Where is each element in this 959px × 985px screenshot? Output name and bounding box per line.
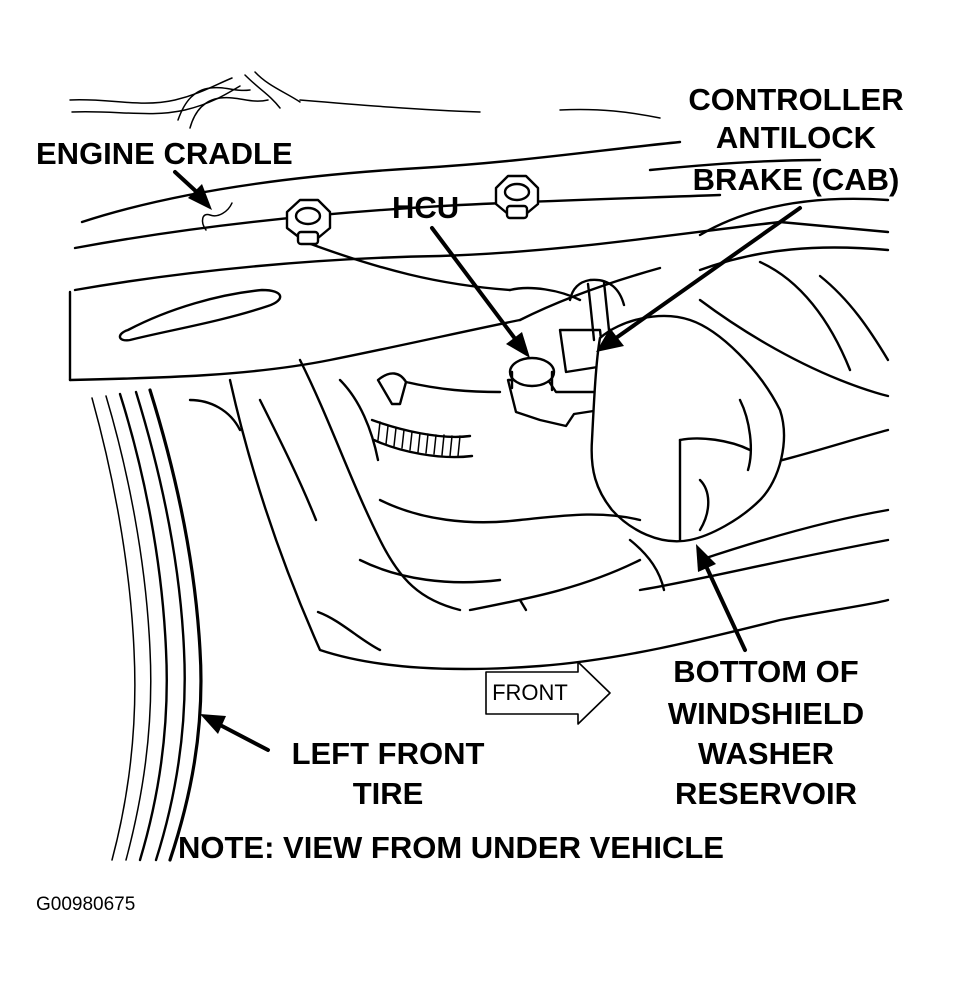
- left-front-tire: [91, 388, 203, 862]
- label-tire-line1: LEFT FRONT: [292, 736, 485, 771]
- note-text: NOTE: VIEW FROM UNDER VEHICLE: [178, 830, 724, 865]
- lower-splash-shield: [188, 358, 890, 671]
- arrow-engine-cradle: [173, 170, 212, 210]
- washer-reservoir: [590, 314, 786, 543]
- cradle-bolt-right: [494, 174, 540, 220]
- label-reservoir-line1: BOTTOM OF: [673, 654, 858, 689]
- label-reservoir-line4: RESERVOIR: [675, 776, 857, 811]
- arrow-tire: [200, 714, 270, 752]
- label-tire-line2: TIRE: [353, 776, 424, 811]
- engine-cradle: [68, 140, 890, 382]
- engine-cradle-leader: [201, 202, 233, 231]
- wiring-harness-top: [69, 71, 661, 129]
- cradle-bolt-left: [285, 198, 332, 246]
- arrow-cab: [596, 206, 802, 352]
- label-controller-line3: BRAKE (CAB): [693, 162, 900, 197]
- arrow-reservoir: [696, 544, 747, 652]
- label-reservoir-line3: WASHER: [698, 736, 834, 771]
- arrow-hcu: [430, 226, 530, 358]
- label-controller-line2: ANTILOCK: [716, 120, 877, 155]
- front-direction-arrow: FRONT: [485, 661, 611, 725]
- label-reservoir-line2: WINDSHIELD: [668, 696, 864, 731]
- svg-text:FRONT: FRONT: [492, 680, 568, 705]
- label-engine-cradle: ENGINE CRADLE: [36, 136, 293, 171]
- label-controller-line1: CONTROLLER: [688, 82, 903, 117]
- figure-code: G00980675: [36, 894, 135, 915]
- label-hcu: HCU: [392, 190, 459, 225]
- wiring-harness-hcu: [370, 372, 502, 459]
